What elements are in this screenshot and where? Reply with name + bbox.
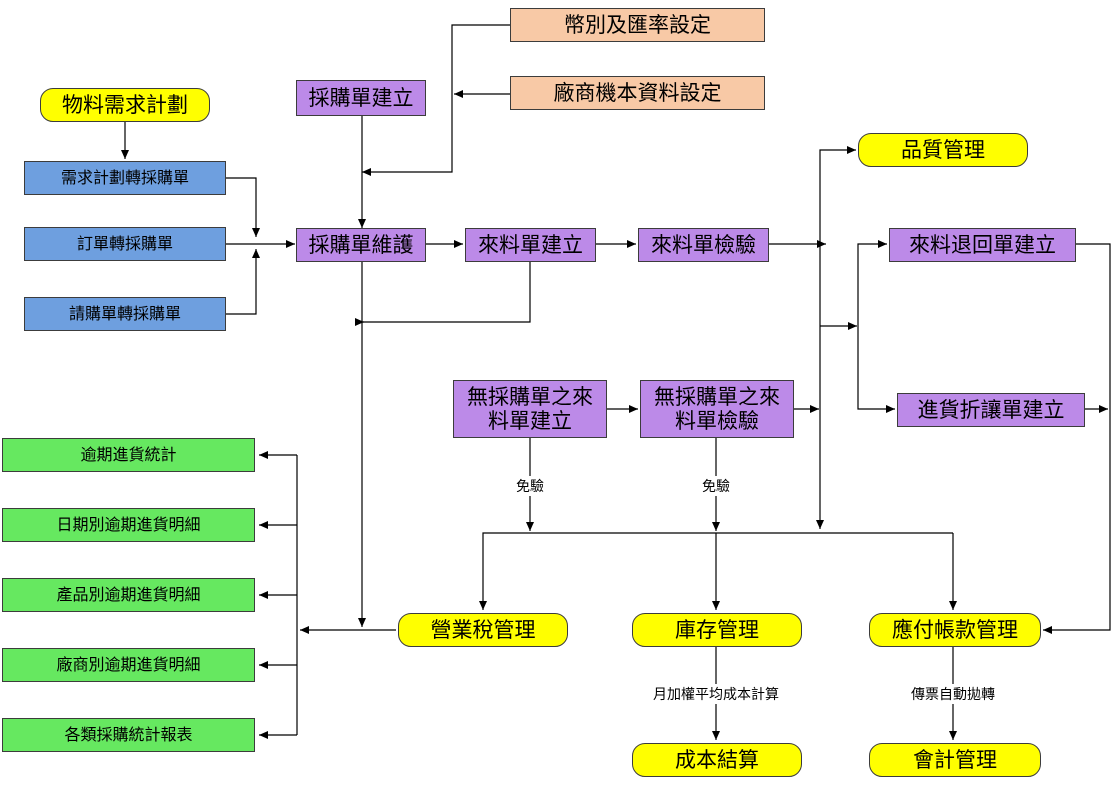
weighted-average-label: 月加權平均成本計算	[651, 684, 781, 704]
connector	[819, 146, 856, 244]
receipt-inspect-box: 來料單檢驗	[638, 228, 769, 262]
receipt-create-box: 來料單建立	[465, 228, 596, 262]
discount-create-box: 進貨折讓單建立	[897, 393, 1085, 427]
inventory-box: 庫存管理	[632, 613, 802, 647]
connector	[479, 532, 953, 610]
overdue-by-vendor-box: 廠商別逾期進貨明細	[2, 648, 255, 682]
overdue-by-date-box: 日期別逾期進貨明細	[2, 508, 255, 542]
mrp-to-po-box: 需求計劃轉採購單	[24, 161, 226, 195]
nopo-receipt-create-box: 無採購單之來料單建立	[453, 380, 607, 438]
order-to-po-box: 訂單轉採購單	[24, 227, 226, 261]
purchase-reports-box: 各類採購統計報表	[2, 718, 255, 752]
sales-tax-box: 營業稅管理	[398, 613, 568, 647]
overdue-by-product-box: 產品別逾期進貨明細	[2, 578, 255, 612]
po-create-box: 採購單建立	[296, 80, 426, 116]
connector	[362, 262, 531, 323]
connector	[226, 177, 260, 237]
nopo-receipt-inspect-box: 無採購單之來料單檢驗	[640, 380, 794, 438]
currency-setting-box: 幣別及匯率設定	[510, 8, 765, 42]
vendor-setting-box: 廠商機本資料設定	[510, 76, 765, 110]
accounting-box: 會計管理	[869, 743, 1041, 777]
cost-settlement-box: 成本結算	[632, 743, 802, 777]
connector	[362, 24, 510, 176]
exempt-label-1: 免驗	[514, 476, 546, 496]
mrp-box: 物料需求計劃	[40, 88, 210, 122]
exempt-label-2: 免驗	[700, 476, 732, 496]
payable-box: 應付帳款管理	[869, 613, 1041, 647]
overdue-stats-box: 逾期進貨統計	[2, 438, 255, 472]
return-create-box: 來料退回單建立	[889, 228, 1076, 262]
po-maintain-box: 採購單維護	[296, 228, 426, 262]
quality-box: 品質管理	[858, 133, 1028, 167]
connector	[226, 249, 260, 315]
nopo-receipt-inspect-label: 無採購單之來料單檢驗	[654, 384, 780, 433]
nopo-receipt-create-label: 無採購單之來料單建立	[467, 384, 593, 433]
connector	[857, 240, 887, 326]
auto-voucher-label: 傳票自動拋轉	[909, 684, 997, 704]
connector	[1043, 243, 1111, 634]
connector	[857, 326, 895, 413]
pr-to-po-box: 請購單轉採購單	[24, 297, 226, 331]
